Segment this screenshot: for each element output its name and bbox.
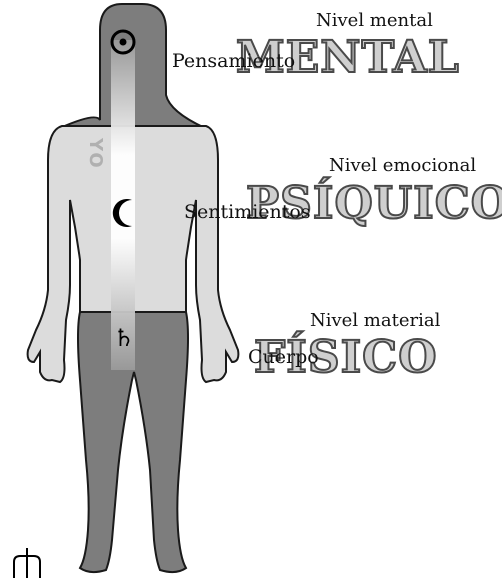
aspect-label-mental: Pensamiento xyxy=(172,52,295,71)
yo-label: YO xyxy=(85,138,106,170)
level-title-mental: Nivel mental xyxy=(316,12,433,30)
aspect-label-emocional: Sentimientos xyxy=(184,203,311,222)
aspect-label-material: Cuerpo xyxy=(248,348,319,367)
spine-channel xyxy=(111,40,135,370)
saturn-icon: ♄ xyxy=(113,326,135,350)
signature-logo-icon xyxy=(14,548,40,578)
level-title-emocional: Nivel emocional xyxy=(329,157,476,175)
level-title-material: Nivel material xyxy=(310,312,440,330)
